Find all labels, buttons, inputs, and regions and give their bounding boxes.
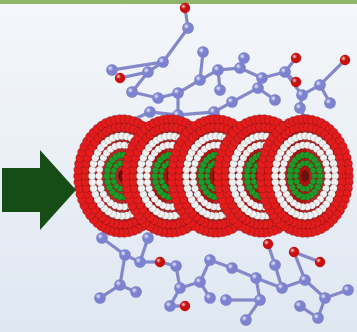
ring-sphere — [95, 178, 104, 187]
lower-atom-highlight — [312, 312, 324, 324]
ring-sphere — [250, 178, 258, 185]
lower-atom-highlight — [319, 292, 331, 304]
lower-atom-highlight — [174, 282, 186, 294]
lower-atom-highlight — [250, 272, 262, 284]
lower-atom-highlight — [130, 286, 142, 298]
ring-sphere — [292, 172, 300, 180]
ring-sphere — [110, 178, 118, 185]
lower-atom-highlight — [226, 262, 238, 274]
ring-sphere — [249, 172, 257, 180]
top-band — [0, 0, 357, 4]
ring-sphere — [278, 178, 287, 187]
upper-atom-highlight — [226, 96, 238, 108]
lower-atom-highlight — [299, 274, 311, 286]
upper-atom-highlight — [214, 84, 226, 96]
upper-atom-highlight — [294, 102, 306, 114]
lower-atom-highlight — [294, 300, 306, 312]
upper-atom-highlight — [126, 86, 138, 98]
lower-atom-highlight — [119, 249, 131, 261]
lower-atom-highlight — [94, 292, 106, 304]
lower-atom-highlight — [276, 282, 288, 294]
macrocycle-ring-stack — [73, 114, 354, 238]
lower-atom-highlight — [288, 246, 300, 258]
upper-atom-highlight — [279, 66, 291, 78]
lower-atom-highlight — [142, 232, 154, 244]
ring-sphere — [324, 172, 332, 180]
upper-atom-highlight — [179, 2, 191, 14]
lower-atom-highlight — [154, 256, 166, 268]
ring-sphere — [143, 178, 152, 187]
molecular-atoms-front — [94, 232, 354, 326]
ring-sphere — [309, 167, 317, 174]
lower-atom-highlight — [96, 232, 108, 244]
ring-core — [301, 170, 309, 182]
ring-sphere — [189, 172, 197, 180]
lower-atom-highlight — [220, 294, 232, 306]
lower-atom-highlight — [194, 276, 206, 288]
ring-sphere — [337, 165, 347, 175]
upper-atom-highlight — [172, 87, 184, 99]
ring-sphere — [204, 178, 212, 185]
upper-atom-highlight — [269, 94, 281, 106]
upper-atom-highlight — [256, 72, 268, 84]
upper-atom-highlight — [197, 46, 209, 58]
upper-atom-highlight — [290, 76, 302, 88]
upper-bond — [176, 110, 216, 117]
upper-bond — [110, 60, 165, 72]
lower-atom-highlight — [314, 256, 326, 268]
lower-atom-highlight — [342, 284, 354, 296]
upper-atom-highlight — [194, 74, 206, 86]
upper-atom-highlight — [212, 64, 224, 76]
lower-atom-highlight — [114, 279, 126, 291]
lower-atom-highlight — [204, 292, 216, 304]
ring-sphere — [158, 178, 166, 185]
upper-atom-highlight — [144, 106, 156, 118]
lower-atom-highlight — [269, 259, 281, 271]
ring-sphere — [189, 178, 198, 187]
upper-atom-highlight — [339, 54, 351, 66]
lower-atom-highlight — [262, 238, 274, 250]
upper-atom-highlight — [238, 52, 250, 64]
upper-atom-highlight — [182, 22, 194, 34]
upper-atom-highlight — [106, 64, 118, 76]
upper-atom-highlight — [114, 72, 126, 84]
upper-atom-highlight — [296, 89, 308, 101]
macrocycle-ring — [256, 114, 354, 238]
lower-atom-highlight — [164, 300, 176, 312]
ring-sphere — [109, 172, 117, 180]
upper-atom-highlight — [314, 79, 326, 91]
upper-atom-highlight — [290, 52, 302, 64]
ring-sphere — [315, 166, 324, 174]
lower-atom-highlight — [170, 260, 182, 272]
lower-atom-highlight — [134, 256, 146, 268]
ring-sphere — [143, 172, 151, 180]
ring-sphere — [203, 172, 211, 180]
lower-atom-highlight — [179, 300, 191, 312]
upper-bond — [318, 58, 347, 87]
ring-sphere — [235, 172, 243, 180]
upper-atom-highlight — [324, 97, 336, 109]
ring-sphere — [95, 172, 103, 180]
ring-sphere — [310, 172, 318, 180]
upper-atom-highlight — [152, 92, 164, 104]
upper-atom-highlight — [142, 66, 154, 78]
upper-atom-highlight — [252, 82, 264, 94]
lower-atom-highlight — [204, 254, 216, 266]
arrow-icon — [2, 150, 76, 230]
ring-sphere — [235, 178, 244, 187]
upper-atom-highlight — [234, 62, 246, 74]
lower-atom-highlight — [254, 294, 266, 306]
ring-sphere — [323, 165, 332, 174]
ring-sphere — [330, 165, 339, 174]
ring-sphere — [157, 172, 165, 180]
upper-bond — [161, 26, 190, 64]
upper-atom-highlight — [157, 56, 169, 68]
ring-sphere — [293, 178, 301, 185]
ring-sphere — [278, 172, 286, 180]
lower-atom-highlight — [240, 314, 252, 326]
